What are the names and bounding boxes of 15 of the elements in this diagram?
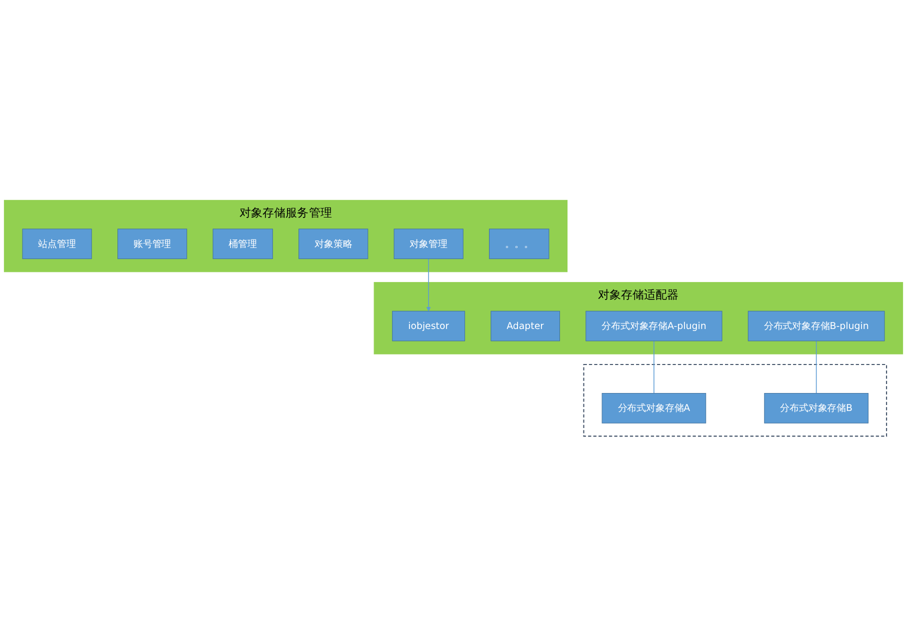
arrow	[426, 258, 431, 312]
node-box: 桶管理	[212, 228, 273, 259]
node-box: 分布式对象存储A-plugin	[586, 310, 722, 342]
node-box: 站点管理	[22, 228, 92, 259]
node-box: 。。。	[489, 228, 550, 259]
node-box: 分布式对象存储B	[764, 392, 868, 424]
connector	[816, 340, 817, 394]
node-box: 分布式对象存储A	[602, 392, 706, 424]
node-box: 账号管理	[118, 228, 188, 259]
node-box: iobjestor	[392, 310, 466, 342]
cluster	[583, 364, 888, 437]
node-box: Adapter	[490, 310, 560, 342]
node-box: 对象策略	[298, 228, 368, 259]
node-box: 分布式对象存储B-plugin	[748, 310, 885, 342]
node-box: 对象管理	[394, 228, 464, 259]
